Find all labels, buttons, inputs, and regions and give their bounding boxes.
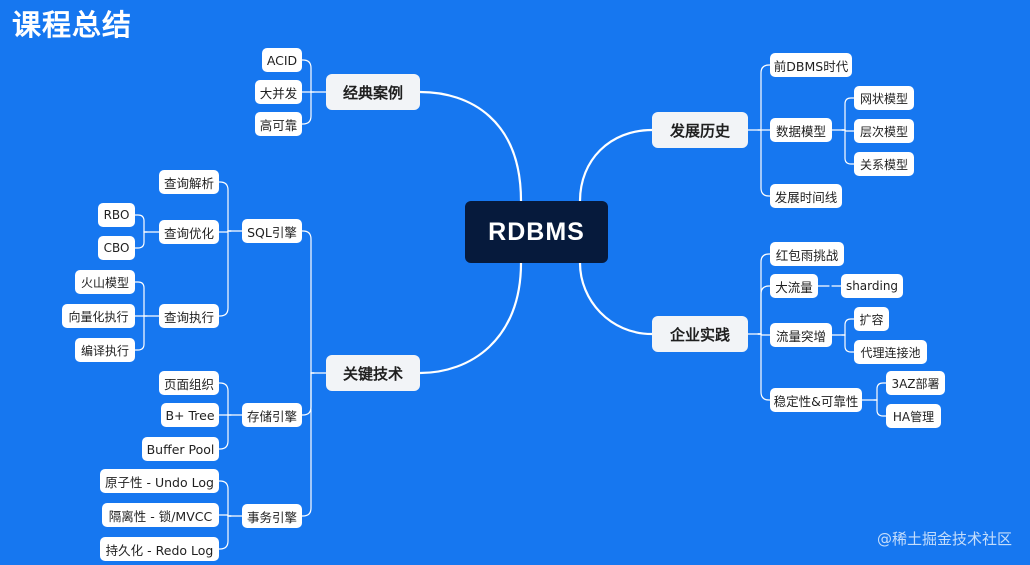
link-practice-0 <box>757 253 771 335</box>
link-history-2 <box>757 129 771 197</box>
root-node[interactable]: RDBMS <box>465 201 608 263</box>
link-optimize-0 <box>134 214 148 233</box>
node-page-organization[interactable]: 页面组织 <box>159 371 219 395</box>
node-atomicity[interactable]: 原子性 - Undo Log <box>100 469 219 493</box>
node-proxy-connection-pool[interactable]: 代理连接池 <box>854 340 927 364</box>
link-root-history <box>578 128 654 203</box>
link-tech-0 <box>301 230 315 374</box>
watermark: @稀土掘金技术社区 <box>876 530 1012 548</box>
branch-history[interactable]: 发展历史 <box>652 112 748 148</box>
link-classic-2 <box>301 91 315 125</box>
node-high-traffic[interactable]: 大流量 <box>770 274 818 298</box>
node-acid[interactable]: ACID <box>262 48 302 72</box>
node-scale-out[interactable]: 扩容 <box>854 307 889 331</box>
branch-enterprise-practice[interactable]: 企业实践 <box>652 316 748 352</box>
page-title: 课程总结 <box>12 8 133 42</box>
node-traffic-surge[interactable]: 流量突增 <box>770 323 832 347</box>
link-root-practice <box>578 261 654 336</box>
node-vectorized-exec[interactable]: 向量化执行 <box>62 304 135 328</box>
link-datamodel-0 <box>841 97 855 131</box>
node-compiled-exec[interactable]: 编译执行 <box>75 338 135 362</box>
node-3az-deployment[interactable]: 3AZ部署 <box>886 371 945 395</box>
link-transaction-2 <box>218 515 232 550</box>
link-history-0 <box>757 64 771 131</box>
node-cbo[interactable]: CBO <box>98 236 135 260</box>
link-practice-1 <box>757 285 771 335</box>
node-relational-model[interactable]: 关系模型 <box>854 152 914 176</box>
link-practice-3 <box>757 333 771 401</box>
node-data-model[interactable]: 数据模型 <box>770 118 832 142</box>
link-stability-0 <box>873 382 887 401</box>
link-surge-1 <box>841 334 855 353</box>
link-tech-2 <box>301 372 315 517</box>
link-execute-2 <box>134 315 148 351</box>
link-root-classic <box>418 90 523 203</box>
node-query-execute[interactable]: 查询执行 <box>159 304 219 328</box>
link-root-tech <box>418 261 523 375</box>
node-high-concurrency[interactable]: 大并发 <box>255 80 302 104</box>
branch-key-tech[interactable]: 关键技术 <box>326 355 420 391</box>
node-transaction-engine[interactable]: 事务引擎 <box>242 504 302 528</box>
link-surge-0 <box>841 318 855 336</box>
node-rbo[interactable]: RBO <box>98 203 135 227</box>
branch-classic-cases[interactable]: 经典案例 <box>326 74 420 110</box>
link-sql-0 <box>218 181 232 232</box>
link-datamodel-2 <box>841 129 855 165</box>
link-storage-0 <box>218 382 232 416</box>
link-tech-1 <box>301 372 315 416</box>
node-storage-engine[interactable]: 存储引擎 <box>242 403 302 427</box>
node-sql-engine[interactable]: SQL引擎 <box>242 219 302 243</box>
node-sharding[interactable]: sharding <box>841 274 903 298</box>
node-bplus-tree[interactable]: B+ Tree <box>161 403 219 427</box>
node-query-optimize[interactable]: 查询优化 <box>159 220 219 244</box>
node-red-packet-challenge[interactable]: 红包雨挑战 <box>770 242 844 266</box>
node-volcano-model[interactable]: 火山模型 <box>75 270 135 294</box>
node-ha-management[interactable]: HA管理 <box>886 404 941 428</box>
node-network-model[interactable]: 网状模型 <box>854 86 914 110</box>
link-execute-0 <box>134 281 148 317</box>
node-high-reliability[interactable]: 高可靠 <box>255 112 302 136</box>
node-durability[interactable]: 持久化 - Redo Log <box>100 537 219 561</box>
node-pre-dbms-era[interactable]: 前DBMS时代 <box>770 53 852 77</box>
link-stability-1 <box>873 399 887 417</box>
node-stability-reliability[interactable]: 稳定性&可靠性 <box>770 388 862 412</box>
link-storage-2 <box>218 414 232 450</box>
node-hierarchical-model[interactable]: 层次模型 <box>854 119 914 143</box>
node-timeline[interactable]: 发展时间线 <box>770 184 842 208</box>
node-buffer-pool[interactable]: Buffer Pool <box>142 437 219 461</box>
link-optimize-1 <box>134 231 148 249</box>
node-isolation[interactable]: 隔离性 - 锁/MVCC <box>102 503 219 527</box>
node-query-parse[interactable]: 查询解析 <box>159 170 219 194</box>
link-transaction-0 <box>218 480 232 517</box>
link-classic-0 <box>301 59 315 93</box>
link-sql-2 <box>218 230 232 317</box>
